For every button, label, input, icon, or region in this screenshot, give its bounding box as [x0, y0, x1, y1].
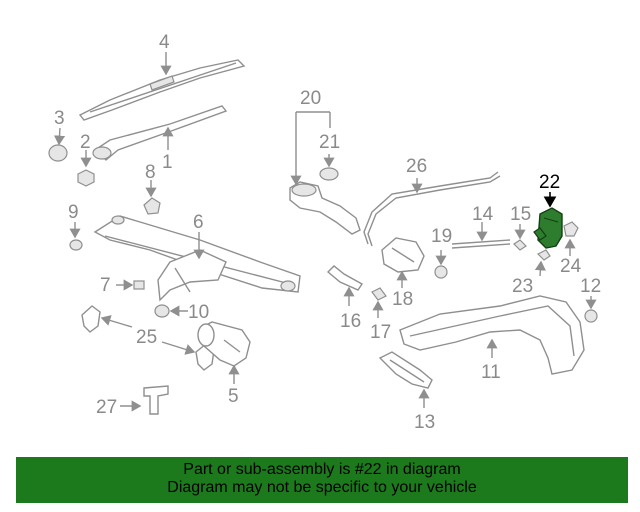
part-4-wiper-blade[interactable]: 4 — [78, 32, 246, 121]
part-6-wiper-linkage[interactable]: 6 — [93, 212, 301, 302]
part-10-bushing[interactable]: 10 — [154, 302, 209, 323]
part-3-cap[interactable]: 3 — [48, 108, 68, 162]
callout-9: 9 — [68, 202, 79, 223]
part-12-clip[interactable]: 12 — [580, 276, 601, 323]
part-25-bracket[interactable]: 25 — [81, 305, 215, 371]
callout-23: 23 — [512, 276, 533, 297]
part-2-nut[interactable]: 2 — [77, 132, 95, 187]
part-17-clip[interactable]: 17 — [370, 287, 391, 343]
callout-21: 21 — [319, 132, 340, 153]
callout-11: 11 — [481, 362, 501, 383]
callout-24: 24 — [560, 256, 582, 277]
part-23-grommet[interactable]: 23 — [512, 249, 551, 297]
callout-22: 22 — [539, 172, 560, 193]
callout-18: 18 — [392, 289, 413, 310]
part-9-grommet[interactable]: 9 — [68, 202, 83, 251]
callout-14: 14 — [472, 204, 494, 225]
part-7-screw[interactable]: 7 — [100, 275, 145, 296]
callout-4: 4 — [159, 32, 170, 53]
footer-banner: Part or sub-assembly is #22 in diagram D… — [16, 457, 628, 503]
part-27-bracket[interactable]: 27 — [96, 385, 169, 418]
part-13-bracket[interactable]: 13 — [378, 351, 435, 433]
part-15-fitting[interactable]: 15 — [510, 204, 531, 251]
footer-line-1: Part or sub-assembly is #22 in diagram — [183, 461, 461, 478]
callout-3: 3 — [54, 108, 65, 129]
callout-13: 13 — [414, 412, 435, 433]
callout-16: 16 — [340, 311, 361, 332]
callout-12: 12 — [580, 276, 601, 297]
part-14-hose[interactable]: 14 — [451, 204, 511, 249]
part-1-wiper-arm[interactable]: 1 — [92, 105, 228, 173]
part-11-fender-liner[interactable]: 11 — [399, 295, 585, 383]
callout-27: 27 — [96, 397, 117, 418]
part-21-reservoir-cap[interactable]: 21 — [319, 132, 340, 181]
part-16-connector[interactable]: 16 — [326, 265, 364, 332]
callout-17: 17 — [370, 322, 391, 343]
callout-7: 7 — [100, 275, 111, 296]
part-22-washer-pump[interactable]: 22 — [533, 172, 563, 249]
part-19-grommet[interactable]: 19 — [431, 226, 452, 279]
callout-19: 19 — [431, 226, 452, 247]
footer-line-2: Diagram may not be specific to your vehi… — [167, 479, 477, 496]
callout-26: 26 — [406, 156, 427, 177]
part-5-wiper-motor[interactable]: 5 — [197, 321, 251, 407]
part-26-hose[interactable]: 26 — [363, 156, 501, 247]
callout-15: 15 — [510, 204, 531, 225]
callout-8: 8 — [145, 162, 156, 183]
callout-2: 2 — [80, 132, 91, 153]
part-8-clip[interactable]: 8 — [143, 162, 161, 215]
callout-10: 10 — [188, 302, 209, 323]
part-20-washer-assembly[interactable]: 20 — [289, 88, 361, 235]
part-18-reservoir[interactable]: 18 — [381, 237, 425, 310]
parts-diagram: 4 1 3 2 8 9 6 — [48, 32, 601, 433]
callout-25: 25 — [136, 327, 157, 348]
callout-1: 1 — [162, 152, 173, 173]
callout-20: 20 — [300, 88, 321, 109]
callout-5: 5 — [228, 386, 239, 407]
part-24-seal[interactable]: 24 — [560, 221, 582, 277]
callout-6: 6 — [193, 212, 204, 233]
